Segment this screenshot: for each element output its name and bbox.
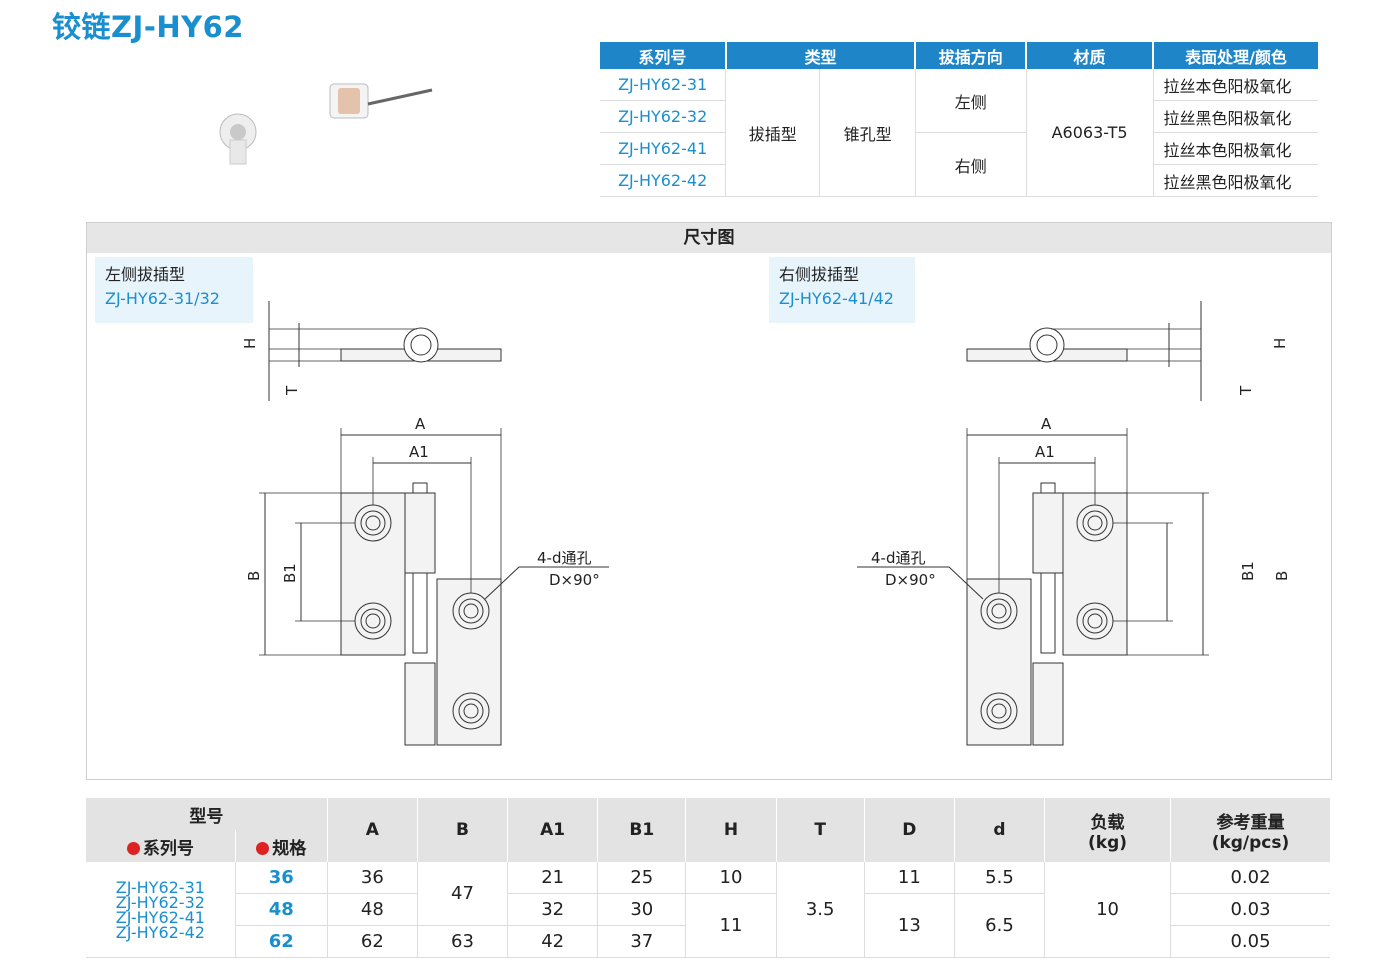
spec-head-label: 规格	[272, 838, 307, 859]
right-type-label: 右侧拔插型	[779, 265, 860, 284]
series-head-label: 系列号	[142, 838, 194, 859]
marker-2-icon	[256, 842, 270, 855]
hole-note: 4-d通孔	[871, 549, 925, 567]
spec-series-cell: ZJ-HY62-41	[600, 132, 726, 165]
spec-finish-cell: 拉丝黑色阳极氧化	[1152, 164, 1318, 197]
cell-T-merged: 3.5	[776, 862, 865, 958]
spec-cell: 62	[235, 925, 328, 958]
dim-label-A1: A1	[409, 443, 429, 461]
cell-B1: 25	[597, 862, 687, 894]
cell-weight: 0.02	[1170, 862, 1330, 894]
spec-header-direction: 拔插方向	[915, 42, 1028, 69]
spec-series-cell: ZJ-HY62-42	[600, 164, 726, 197]
col-head-B1: B1	[597, 798, 687, 862]
spec-type1-cell: 拔插型	[725, 69, 820, 197]
col-head-A: A	[327, 798, 418, 862]
left-hinge-drawing: H T A A1 B B1 4-d通孔 D×90°	[241, 301, 609, 746]
right-hinge-drawing: H T A A1 B B1 4-d通孔 D×90°	[857, 301, 1291, 746]
col-head-B: B	[417, 798, 509, 862]
cell-load-merged: 10	[1044, 862, 1171, 958]
cell-H-merged: 11	[685, 893, 777, 958]
cell-d-merged: 6.5	[954, 893, 1046, 958]
spec-material-cell: A6063-T5	[1025, 69, 1154, 197]
cell-A: 48	[327, 893, 418, 926]
dim-label-T: T	[283, 385, 301, 396]
left-type-label: 左侧拔插型	[105, 265, 186, 284]
right-type-models: ZJ-HY62-41/42	[779, 289, 894, 308]
hole-note-angle: D×90°	[885, 571, 936, 589]
cell-weight: 0.03	[1170, 893, 1330, 926]
right-type-label-box: 右侧拔插型 ZJ-HY62-41/42	[769, 257, 915, 323]
spec-cell: 36	[235, 862, 328, 894]
dimension-panel: 尺寸图 左侧拔插型 ZJ-HY62-31/32 右侧拔插型 ZJ-HY62-41…	[86, 222, 1332, 780]
spec-direction-left: 左侧	[914, 69, 1027, 133]
cell-D-merged: 13	[864, 893, 955, 958]
model-item: ZJ-HY62-32	[115, 892, 205, 912]
cell-B1: 30	[597, 893, 687, 926]
spec-finish-cell: 拉丝本色阳极氧化	[1152, 69, 1318, 101]
load-unit: (kg)	[1088, 832, 1128, 853]
col-head-D: D	[864, 798, 955, 862]
hole-note: 4-d通孔	[537, 549, 591, 567]
hole-note-angle: D×90°	[549, 571, 600, 589]
cell-A1: 42	[507, 925, 599, 958]
spec-series-cell: ZJ-HY62-31	[600, 69, 726, 101]
weight-head: 参考重量	[1216, 812, 1285, 833]
page-title: 铰链ZJ-HY62	[52, 10, 244, 44]
model-item: ZJ-HY62-41	[115, 907, 205, 927]
dim-label-B: B	[1273, 571, 1291, 581]
col-head-H: H	[685, 798, 777, 862]
dim-label-B: B	[245, 571, 263, 581]
cell-weight: 0.05	[1170, 925, 1330, 958]
dim-label-T: T	[1237, 385, 1255, 396]
spec-type2-cell: 锥孔型	[819, 69, 916, 197]
col-head-A1: A1	[507, 798, 599, 862]
dim-label-H: H	[241, 338, 259, 349]
dimension-heading: 尺寸图	[87, 223, 1331, 253]
spec-series-cell: ZJ-HY62-32	[600, 100, 726, 133]
col-head-d: d	[954, 798, 1046, 862]
cell-A1: 21	[507, 862, 599, 894]
cell-D: 11	[864, 862, 955, 894]
spec-header-finish: 表面处理/颜色	[1153, 42, 1318, 69]
spec-header-series: 系列号	[600, 42, 727, 69]
model-item: ZJ-HY62-31	[115, 877, 205, 897]
cell-B: 63	[417, 925, 509, 958]
cell-A1: 32	[507, 893, 599, 926]
col-head-load: 负载 (kg)	[1044, 798, 1171, 862]
cell-A: 62	[327, 925, 418, 958]
spec-header-type: 类型	[725, 42, 917, 69]
cell-d: 5.5	[954, 862, 1046, 894]
spec-direction-right: 右侧	[914, 132, 1027, 197]
model-list-cell: ZJ-HY62-31 ZJ-HY62-32 ZJ-HY62-41 ZJ-HY62…	[86, 862, 236, 958]
dim-label-B1: B1	[281, 563, 299, 583]
spec-cell: 48	[235, 893, 328, 926]
model-item: ZJ-HY62-42	[115, 922, 205, 942]
dimension-table: 型号 A B A1 B1 H T D d 负载 (kg) 参考重量 (kg/pc…	[86, 798, 1330, 958]
left-type-label-box: 左侧拔插型 ZJ-HY62-31/32	[95, 257, 253, 323]
cell-B1: 37	[597, 925, 687, 958]
weight-unit: (kg/pcs)	[1211, 832, 1290, 853]
cell-A: 36	[327, 862, 418, 894]
dim-label-A: A	[415, 415, 426, 433]
dim-label-B1: B1	[1239, 561, 1257, 581]
dim-label-H: H	[1271, 338, 1289, 349]
spec-table: 系列号 类型 拔插方向 材质 表面处理/颜色 ZJ-HY62-31 拔插型 锥孔…	[600, 42, 1318, 197]
model-header: 型号	[86, 798, 328, 830]
series-col-head: 系列号	[86, 830, 236, 862]
dim-label-A1: A1	[1035, 443, 1055, 461]
marker-1-icon	[126, 842, 140, 855]
load-head: 负载	[1090, 812, 1125, 833]
left-type-models: ZJ-HY62-31/32	[105, 289, 220, 308]
col-head-weight: 参考重量 (kg/pcs)	[1170, 798, 1330, 862]
spec-header-material: 材质	[1026, 42, 1155, 69]
spec-col-head: 规格	[235, 830, 328, 862]
col-head-T: T	[776, 798, 865, 862]
spec-finish-cell: 拉丝黑色阳极氧化	[1152, 100, 1318, 133]
spec-finish-cell: 拉丝本色阳极氧化	[1152, 132, 1318, 165]
cell-B-merged: 47	[417, 862, 509, 926]
dim-label-A: A	[1041, 415, 1052, 433]
product-photo	[219, 83, 433, 165]
cell-H: 10	[685, 862, 777, 894]
